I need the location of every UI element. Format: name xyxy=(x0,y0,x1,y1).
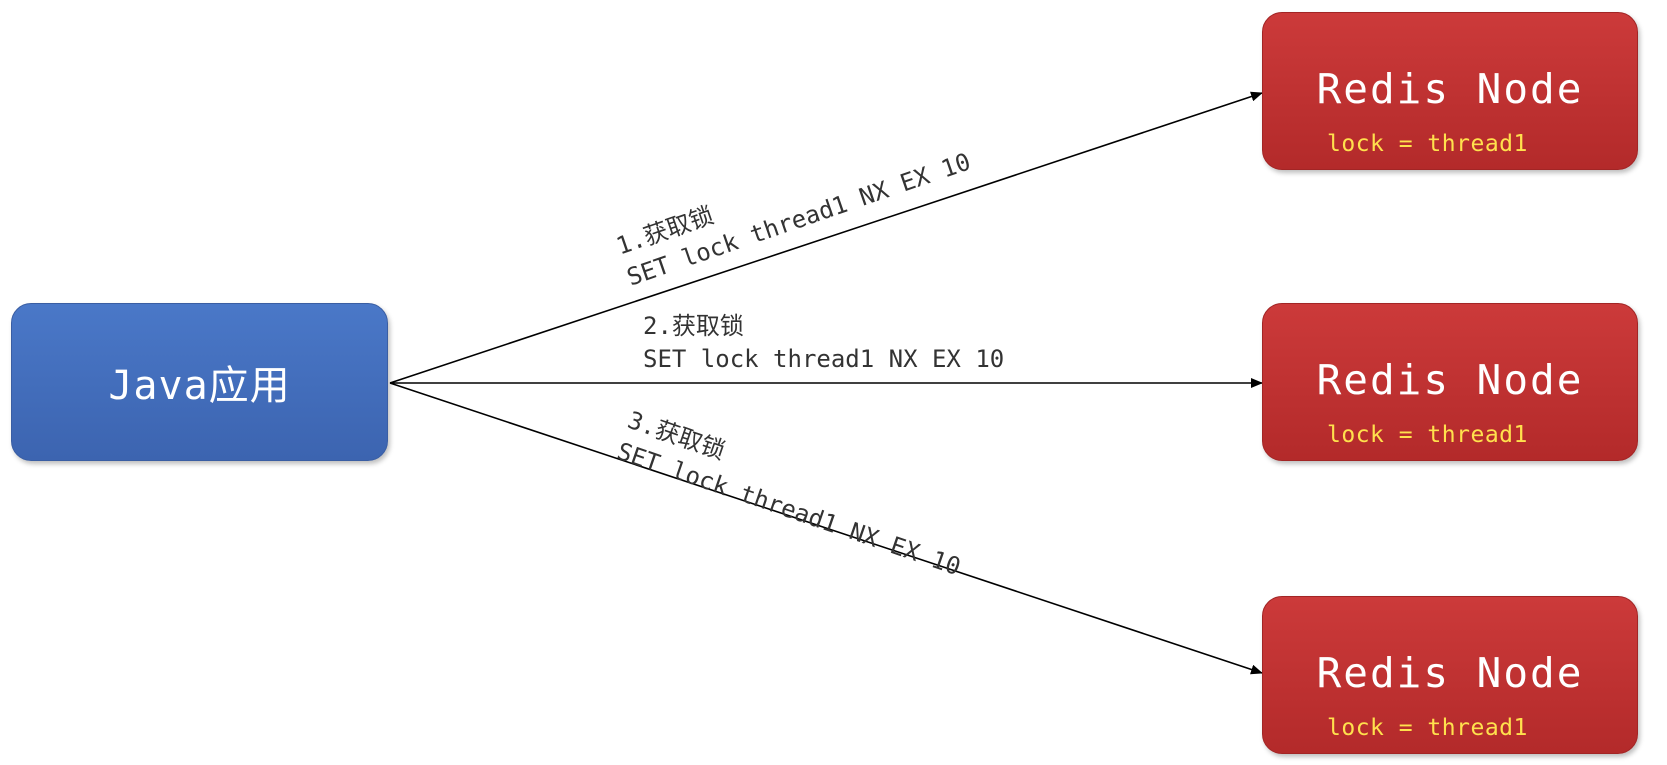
redis-node-2: Redis Node lock = thread1 xyxy=(1262,303,1638,461)
redis-node-title: Redis Node xyxy=(1316,649,1584,697)
redis-node-lock-value: lock = thread1 xyxy=(1327,715,1528,741)
redis-node-lock-value: lock = thread1 xyxy=(1327,131,1528,157)
redis-node-3: Redis Node lock = thread1 xyxy=(1262,596,1638,754)
redis-node-title: Redis Node xyxy=(1316,356,1584,404)
edge-command-label: SET lock thread1 NX EX 10 xyxy=(643,345,1005,373)
redis-node-title: Redis Node xyxy=(1316,65,1584,113)
java-app-node: Java应用 xyxy=(11,303,388,461)
edge-label-2: 2.获取锁 SET lock thread1 NX EX 10 xyxy=(643,310,1004,376)
edge-step-label: 2.获取锁 xyxy=(643,312,744,340)
redis-node-lock-value: lock = thread1 xyxy=(1327,422,1528,448)
redis-node-1: Redis Node lock = thread1 xyxy=(1262,12,1638,170)
java-app-label: Java应用 xyxy=(108,363,291,409)
arrow-to-redis-node-1 xyxy=(389,91,1263,384)
arrow-to-redis-node-3 xyxy=(389,382,1263,675)
